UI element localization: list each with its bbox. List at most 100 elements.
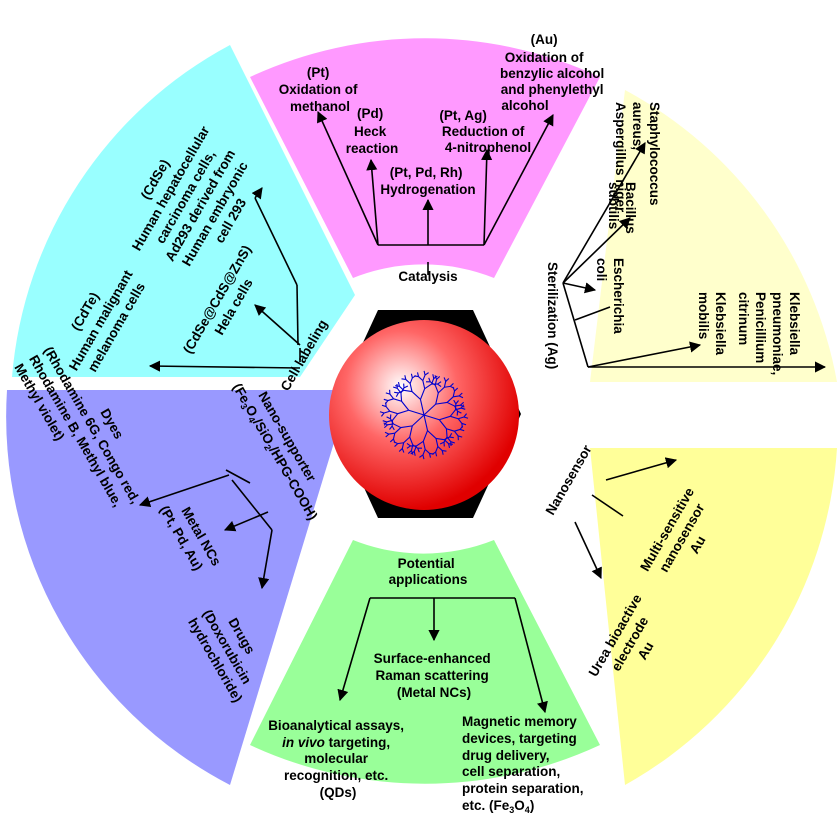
dendrimer-branch xyxy=(393,398,402,402)
catalysis-label: Catalysis xyxy=(398,269,457,284)
dendrimer-branch xyxy=(419,399,425,416)
dendrimer-branch xyxy=(385,392,391,395)
dendrimer-branch xyxy=(403,389,413,393)
dendrimer-branch xyxy=(413,451,416,456)
dendrimer-branch xyxy=(389,438,394,443)
dendrimer-branch xyxy=(452,386,456,392)
dendrimer-branch xyxy=(422,441,426,450)
dendrimer-branch xyxy=(458,395,464,399)
dendrimer-branch xyxy=(419,454,424,458)
dendrimer-branch xyxy=(410,373,413,379)
dendrimer-branch xyxy=(389,393,395,400)
dendrimer-branch xyxy=(429,452,434,455)
cell-labeling-arrows xyxy=(148,187,301,372)
dendrimer-branch xyxy=(435,451,438,457)
svg-text:Staphylococcus aureus,: Staphylococcus aureus, Aspergillus niger xyxy=(613,102,662,213)
dendrimer-branch xyxy=(453,430,459,437)
dendrimer-branch xyxy=(439,441,445,445)
dendrimer-branch xyxy=(400,425,413,429)
dendrimer-branch xyxy=(437,386,445,394)
dendrimer-branch xyxy=(401,442,405,449)
catalysis-pt-text: (Pt) Oxidation of methanol xyxy=(279,65,362,114)
dendrimer-branch xyxy=(386,416,391,420)
dendrimer-branch xyxy=(457,410,462,414)
dendrimer-branch xyxy=(401,448,405,453)
svg-text:Klebsiella pneumoniae,: Klebsiella pneumoniae, Penicillium citri… xyxy=(736,292,802,379)
dendrimer-branch xyxy=(395,385,400,387)
dendrimer-branch xyxy=(414,375,419,378)
potential-arrows xyxy=(337,597,548,714)
dendrimer-branch xyxy=(385,406,391,412)
dendrimer-branch xyxy=(444,385,451,388)
dendrimer-branch xyxy=(383,398,389,402)
dendrimer-branch xyxy=(443,439,449,445)
sterilization-sector xyxy=(590,90,837,382)
dendrimer-branch xyxy=(410,444,414,451)
dendrimer-branch xyxy=(398,448,403,452)
dendrimer-branch xyxy=(409,425,413,438)
escherichia-text: Escherichia coli xyxy=(594,258,626,338)
dendrimer-branch xyxy=(454,405,459,412)
dendrimer-branch xyxy=(422,380,426,389)
dendrimer-branch xyxy=(443,436,450,441)
dendrimer-branch xyxy=(435,438,439,447)
dendrimer-branch xyxy=(388,432,395,435)
dendrimer-branch xyxy=(422,430,429,442)
dendrimer-branch xyxy=(454,387,459,392)
dendrimer-branch xyxy=(394,443,399,447)
dendrimer-branch xyxy=(423,414,440,421)
dendrimer-branch xyxy=(397,381,400,387)
dendrimer-branch xyxy=(454,404,461,407)
dendrimer-branch xyxy=(446,428,455,432)
sterilization-arrows xyxy=(562,142,827,373)
dendrimer-branch xyxy=(449,433,453,438)
dendrimer-branch xyxy=(401,378,406,380)
dendrimer-branch xyxy=(391,425,395,431)
svg-text:Escherichia coli: Escherichia coli xyxy=(594,258,626,338)
potential-applications-label: Potential applications xyxy=(389,556,468,587)
dendrimer-branch xyxy=(449,409,456,417)
dendrimer-branch xyxy=(429,381,436,386)
dendrimer-branch xyxy=(459,428,465,432)
catalysis-reduction-text: (Pt, Ag) Reduction of 4-nitrophenol xyxy=(439,108,531,155)
dendrimer-branch xyxy=(435,392,439,405)
dendrimer-branch xyxy=(434,375,438,380)
dendrimer-branch xyxy=(460,404,465,408)
dendrimer-branch xyxy=(449,436,454,439)
magnetic-text: Magnetic memory devices, targeting drug … xyxy=(462,714,587,815)
dendrimer-branch xyxy=(434,379,438,386)
dendrimer-branch xyxy=(435,401,448,405)
dendrimer-branch xyxy=(432,374,435,379)
dendrimer-branch xyxy=(422,374,426,381)
dendrimer-branch xyxy=(436,376,441,380)
nanosensor-arrows xyxy=(574,457,678,580)
catalysis-arrows xyxy=(317,110,554,275)
dendrimer-branch xyxy=(384,400,389,405)
svg-text:Klebsiella mobilis: Klebsiella mobilis xyxy=(696,292,728,359)
dendrimer-branch xyxy=(419,388,426,400)
dendrimer-branch xyxy=(394,391,399,394)
dendrimer-branch xyxy=(438,419,447,430)
dendrimer-branch xyxy=(423,370,426,376)
dendrimer-branch xyxy=(392,438,396,444)
dendrimer-branch xyxy=(424,372,429,376)
dendrimer-branch xyxy=(458,416,465,420)
dendrimer-branch xyxy=(443,377,447,382)
dendrimer-branch xyxy=(406,445,411,449)
dendrimer-branch xyxy=(384,431,390,435)
dendrimer-branch xyxy=(452,390,456,397)
dendrimer-branch xyxy=(393,423,402,429)
dendrimer-branch xyxy=(448,443,451,449)
sterilization-label: Sterilization (Ag) xyxy=(545,262,560,369)
dendrimer-branch xyxy=(423,414,429,431)
dendrimer-branch xyxy=(446,401,455,407)
dendrimer-branch xyxy=(387,398,394,402)
dendrimer-branch xyxy=(439,415,451,421)
dendrimer-branch xyxy=(441,450,444,455)
bioanalytical-text: Bioanalytical assays, in vivo targeting,… xyxy=(268,718,408,800)
dendrimer-branch xyxy=(449,383,454,387)
dendrimer-branch xyxy=(401,400,410,411)
dendrimer-branch xyxy=(411,391,421,400)
dendrimer-branch xyxy=(383,421,388,426)
dendrimer-branch xyxy=(398,389,405,394)
